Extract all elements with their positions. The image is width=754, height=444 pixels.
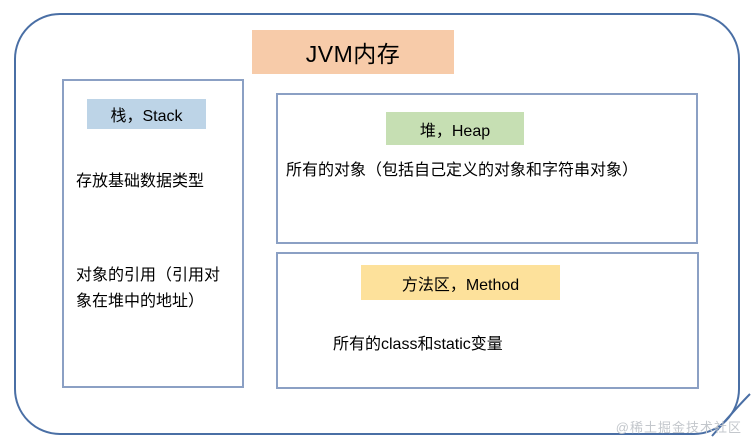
stack-label-chip: 栈，Stack <box>87 99 206 129</box>
stack-paragraph-1: 存放基础数据类型 <box>76 173 205 190</box>
heap-label-chip: 堆，Heap <box>386 112 524 145</box>
watermark: @稀土掘金技术社区 <box>615 420 742 435</box>
panel-heap: 堆，Heap 所有的对象（包括自己定义的对象和字符串对象） <box>276 93 698 244</box>
stack-paragraph-2: 对象的引用（引用对象在堆中的地址） <box>76 267 221 310</box>
method-paragraph-1: 所有的class和static变量 <box>333 336 503 353</box>
heap-paragraph-1: 所有的对象（包括自己定义的对象和字符串对象） <box>286 162 639 179</box>
method-label-chip: 方法区，Method <box>361 265 560 300</box>
panel-method: 方法区，Method 所有的class和static变量 <box>276 252 699 389</box>
panel-stack: 栈，Stack 存放基础数据类型 对象的引用（引用对象在堆中的地址） <box>62 79 244 388</box>
diagram-title: JVM内存 <box>252 30 454 74</box>
